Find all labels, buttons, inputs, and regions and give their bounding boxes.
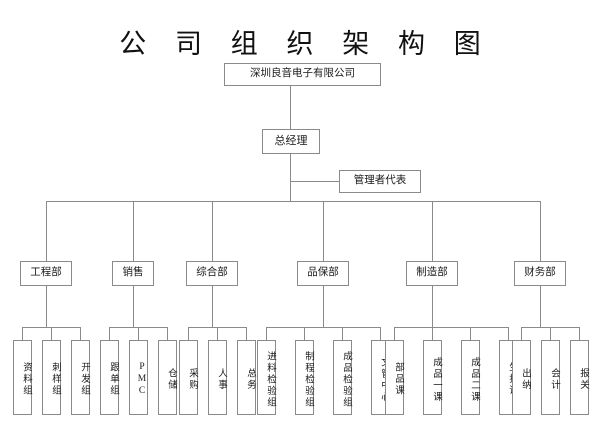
node-unit-1-1-label: 资料组 (21, 362, 31, 397)
node-dept-engineering-label: 工程部 (30, 267, 62, 279)
node-dept-general-affairs-label: 综合部 (196, 267, 228, 279)
connector-subdrop-3-2 (217, 327, 218, 340)
node-dept-sales-label: 销售 (122, 267, 144, 279)
node-unit-1-3[interactable]: 开发组 (71, 340, 90, 415)
node-unit-5-2[interactable]: 成品一课 (423, 340, 442, 415)
page-title: 公 司 组 织 架 构 图 (119, 29, 492, 59)
node-unit-6-3-label: 报关 (578, 368, 588, 391)
connector-bus-to-dept-5 (432, 201, 433, 261)
node-unit-5-2-label: 成品一课 (431, 356, 441, 403)
connector-subbus-dept-5 (394, 327, 508, 328)
connector-bus-to-dept-6 (540, 201, 541, 261)
connector-dept-4-stem (323, 286, 324, 327)
node-unit-6-2[interactable]: 会计 (541, 340, 560, 415)
node-unit-4-1-label: 进料检验组 (265, 350, 275, 409)
node-unit-1-2[interactable]: 刺样组 (42, 340, 61, 415)
connector-company-to-gm (290, 86, 291, 129)
connector-subdrop-4-2 (304, 327, 305, 340)
connector-bus-to-dept-4 (323, 201, 324, 261)
node-unit-4-3[interactable]: 成品检验组 (333, 340, 352, 415)
node-unit-3-2-label: 人事 (216, 368, 226, 391)
node-unit-3-1-label: 采购 (187, 368, 197, 391)
node-management-rep-label: 管理者代表 (353, 175, 407, 187)
connector-gm-trunk (290, 154, 291, 201)
node-dept-finance-label: 财务部 (524, 267, 556, 279)
connector-subdrop-1-3 (80, 327, 81, 340)
connector-subdrop-4-3 (342, 327, 343, 340)
node-unit-4-2-label: 制程检验组 (303, 350, 313, 409)
node-unit-3-3-label: 总务 (245, 368, 255, 391)
connector-subdrop-1-2 (51, 327, 52, 340)
node-unit-4-1[interactable]: 进料检验组 (257, 340, 276, 415)
node-unit-2-3-label: 仓储 (166, 368, 176, 391)
connector-subdrop-2-2 (138, 327, 139, 340)
node-company-label: 深圳良音电子有限公司 (250, 68, 355, 80)
node-general-manager[interactable]: 总经理 (262, 129, 320, 154)
node-unit-6-1[interactable]: 出纳 (512, 340, 531, 415)
node-unit-1-2-label: 刺样组 (50, 362, 60, 397)
connector-subdrop-6-2 (550, 327, 551, 340)
connector-subdrop-5-2 (432, 327, 433, 340)
node-general-manager-label: 总经理 (274, 135, 308, 148)
node-dept-finance[interactable]: 财务部 (514, 261, 566, 286)
connector-subdrop-4-4 (380, 327, 381, 340)
connector-dept-6-stem (540, 286, 541, 327)
node-unit-2-2-label: PMC (137, 361, 147, 398)
node-unit-2-1[interactable]: 跟单组 (100, 340, 119, 415)
node-unit-5-1-label: 部品课 (393, 362, 403, 397)
node-unit-3-2[interactable]: 人事 (208, 340, 227, 415)
connector-dept-3-stem (212, 286, 213, 327)
node-unit-6-2-label: 会计 (549, 368, 559, 391)
node-unit-4-2[interactable]: 制程检验组 (295, 340, 314, 415)
node-unit-3-1[interactable]: 采购 (179, 340, 198, 415)
connector-subdrop-4-1 (266, 327, 267, 340)
node-unit-5-3[interactable]: 成品二课 (461, 340, 480, 415)
connector-subdrop-1-1 (22, 327, 23, 340)
node-dept-manufacturing[interactable]: 制造部 (406, 261, 458, 286)
connector-bus-to-dept-2 (133, 201, 134, 261)
node-unit-5-3-label: 成品二课 (469, 356, 479, 403)
connector-subdrop-3-3 (246, 327, 247, 340)
node-unit-2-3[interactable]: 仓储 (158, 340, 177, 415)
connector-main-bus (46, 201, 540, 202)
node-unit-2-1-label: 跟单组 (108, 362, 118, 397)
connector-dept-5-stem (432, 286, 433, 327)
connector-dept-1-stem (46, 286, 47, 327)
node-unit-4-3-label: 成品检验组 (341, 350, 351, 409)
node-company[interactable]: 深圳良音电子有限公司 (224, 63, 381, 86)
connector-subdrop-6-1 (521, 327, 522, 340)
node-dept-quality[interactable]: 品保部 (297, 261, 349, 286)
node-dept-quality-label: 品保部 (307, 267, 339, 279)
node-dept-engineering[interactable]: 工程部 (20, 261, 72, 286)
node-dept-general-affairs[interactable]: 综合部 (186, 261, 238, 286)
connector-gm-to-rep (290, 181, 340, 182)
connector-dept-2-stem (133, 286, 134, 327)
connector-subdrop-3-1 (188, 327, 189, 340)
node-unit-4-4-label: 文管中心 (379, 356, 389, 403)
node-dept-sales[interactable]: 销售 (112, 261, 154, 286)
connector-subdrop-5-3 (470, 327, 471, 340)
connector-subdrop-6-3 (579, 327, 580, 340)
node-unit-3-3[interactable]: 总务 (237, 340, 256, 415)
connector-bus-to-dept-3 (212, 201, 213, 261)
node-unit-2-2[interactable]: PMC (129, 340, 148, 415)
node-dept-manufacturing-label: 制造部 (416, 267, 448, 279)
connector-subbus-dept-4 (266, 327, 380, 328)
node-management-rep[interactable]: 管理者代表 (339, 170, 421, 193)
node-unit-5-1[interactable]: 部品课 (385, 340, 404, 415)
node-unit-1-3-label: 开发组 (79, 362, 89, 397)
connector-bus-to-dept-1 (46, 201, 47, 261)
connector-subdrop-2-3 (167, 327, 168, 340)
connector-subdrop-5-1 (394, 327, 395, 340)
node-unit-6-1-label: 出纳 (520, 368, 530, 391)
node-unit-1-1[interactable]: 资料组 (13, 340, 32, 415)
connector-subdrop-5-4 (508, 327, 509, 340)
node-unit-6-3[interactable]: 报关 (570, 340, 589, 415)
connector-subdrop-2-1 (109, 327, 110, 340)
